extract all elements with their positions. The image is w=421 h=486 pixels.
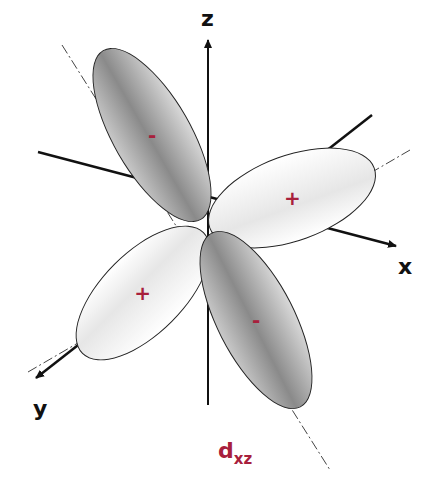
- axis-label: x: [398, 256, 412, 278]
- orbital-letter: d: [218, 438, 234, 463]
- phase-sign: +: [284, 188, 301, 208]
- phase-sign: -: [148, 125, 156, 145]
- phase-sign: -: [252, 310, 260, 330]
- orbital-subscript: xz: [234, 450, 252, 468]
- phase-sign: +: [135, 283, 152, 303]
- lobe-axis: [28, 45, 410, 470]
- coordinate-axis: [36, 40, 396, 405]
- axis-label: y: [33, 398, 47, 420]
- axis-label: z: [201, 8, 214, 30]
- orbital-name: dxz: [218, 440, 252, 462]
